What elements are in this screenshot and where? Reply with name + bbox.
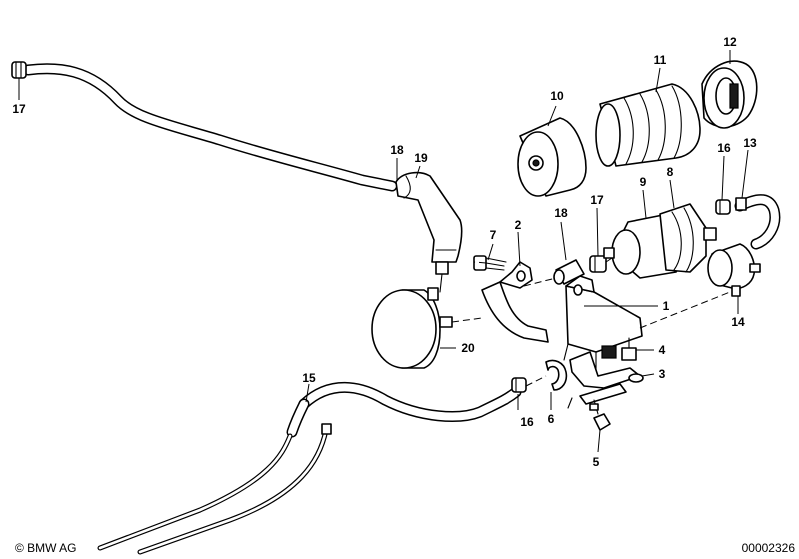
callout-17-top: 17 xyxy=(12,102,26,116)
hose-13 xyxy=(734,194,781,250)
callout-14: 14 xyxy=(731,315,745,329)
callout-16-lower: 16 xyxy=(520,415,534,429)
callout-18-top: 18 xyxy=(390,143,404,157)
hose-clamp-16-right xyxy=(715,199,731,215)
boot-8 xyxy=(659,203,717,273)
leader-lines xyxy=(18,50,749,453)
callout-19: 19 xyxy=(414,151,428,165)
callout-3: 3 xyxy=(659,367,666,381)
cap-12 xyxy=(701,60,758,129)
callout-5: 5 xyxy=(593,455,600,469)
hose-clamp-17-mid xyxy=(589,255,607,273)
callout-2: 2 xyxy=(515,218,522,232)
callout-4: 4 xyxy=(659,343,666,357)
clamp-bracket-2 xyxy=(481,261,549,343)
bolt-7 xyxy=(473,255,507,271)
callout-9: 9 xyxy=(640,175,647,189)
callout-11: 11 xyxy=(654,53,667,67)
cap-10 xyxy=(517,117,587,197)
vacuum-hose-lower xyxy=(286,381,522,438)
regulator-14 xyxy=(707,243,761,297)
callout-12: 12 xyxy=(723,35,737,49)
diagram-number: 00002326 xyxy=(742,541,796,555)
copyright-text: © BMW AG xyxy=(15,541,77,555)
rubber-mount-4 xyxy=(601,337,637,361)
rubber-mount-5 xyxy=(589,399,611,431)
callout-17-mid: 17 xyxy=(590,193,604,207)
callout-8: 8 xyxy=(667,165,674,179)
callout-10: 10 xyxy=(550,89,564,103)
callout-6: 6 xyxy=(548,412,555,426)
lower-lines xyxy=(97,423,332,555)
callout-18-mid: 18 xyxy=(554,206,568,220)
callout-7: 7 xyxy=(490,228,497,242)
callouts: 17 18 19 20 15 16 6 7 2 18 17 10 11 12 9… xyxy=(12,35,757,469)
assembly-lines xyxy=(451,257,731,387)
bellows-11 xyxy=(595,83,701,167)
callout-20: 20 xyxy=(461,341,475,355)
hose-clamp-16-lower xyxy=(511,377,527,393)
vacuum-canister-20 xyxy=(371,287,453,369)
callout-1: 1 xyxy=(663,299,670,313)
hose-clamp-17-top xyxy=(11,61,27,79)
hose-clip-6 xyxy=(545,359,568,391)
washer-3 xyxy=(628,373,644,383)
mounting-bracket-1 xyxy=(563,275,643,409)
connector-18 xyxy=(553,259,585,285)
callout-15: 15 xyxy=(302,371,316,385)
vacuum-hose-upper xyxy=(22,63,398,192)
elbow-hose-19 xyxy=(395,171,463,293)
callout-13: 13 xyxy=(743,136,757,150)
callout-16-right: 16 xyxy=(717,141,731,155)
